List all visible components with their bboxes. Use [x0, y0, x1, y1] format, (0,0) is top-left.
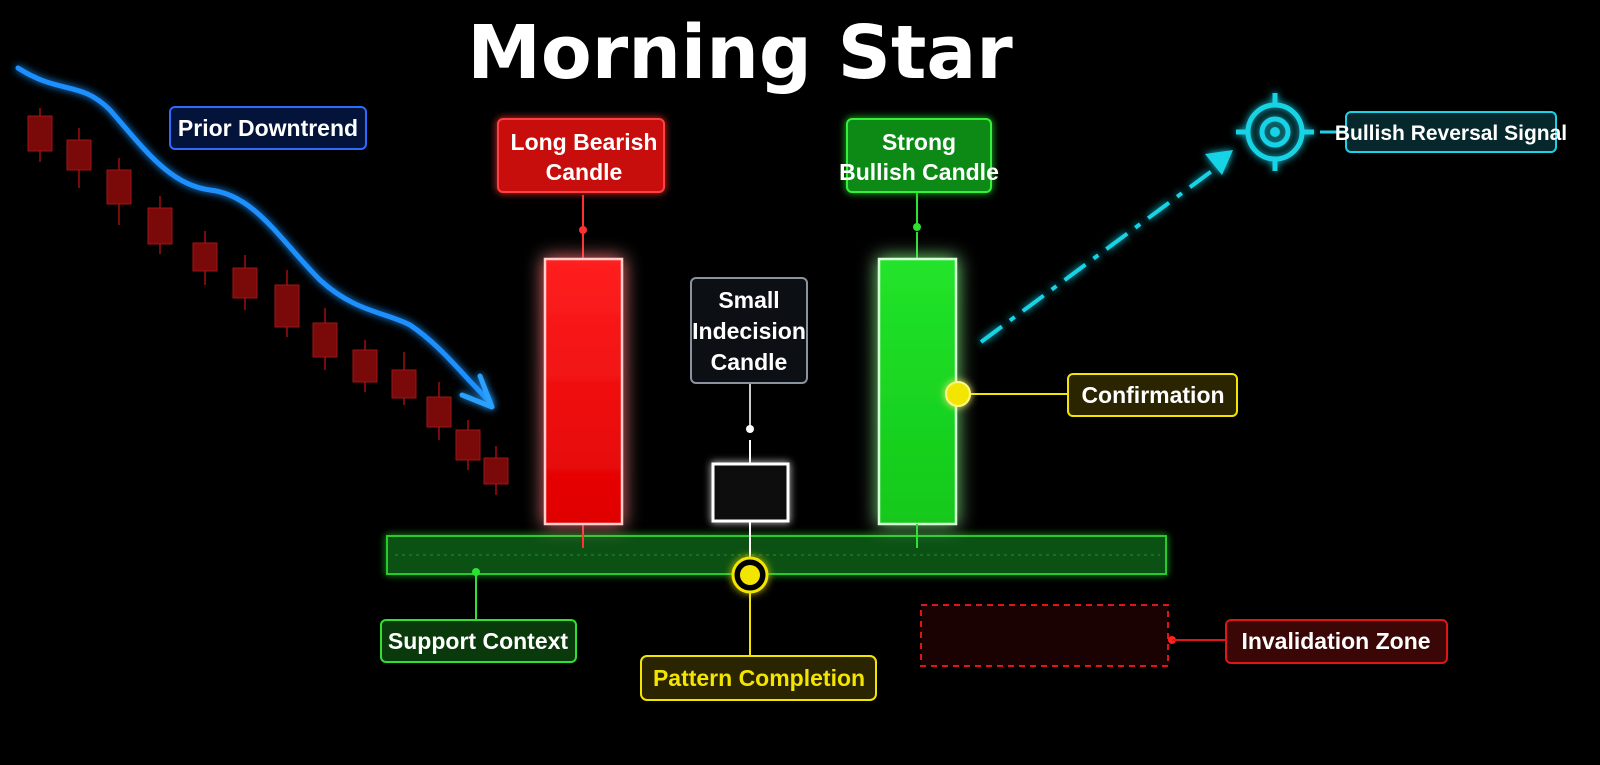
- small-indecision-text-line3: Candle: [711, 349, 788, 375]
- downtrend-arrowhead-icon: [459, 373, 495, 410]
- downtrend-candles: [27, 108, 509, 495]
- confirmation-label: Confirmation: [1067, 373, 1238, 417]
- long-bearish-text-line2: Candle: [546, 159, 623, 185]
- strong-bullish-text-line1: Strong: [882, 129, 956, 155]
- bullish-reversal-text: Bullish Reversal Signal: [1335, 122, 1567, 145]
- downtrend-candle: [426, 396, 452, 428]
- strong-bullish-label: Strong Bullish Candle: [839, 118, 999, 193]
- crosshair-target-icon: [1236, 93, 1314, 171]
- strong-bullish-text-line2: Bullish Candle: [839, 159, 999, 185]
- downtrend-candle: [455, 429, 481, 461]
- invalidation-zone-label: Invalidation Zone: [1225, 619, 1448, 664]
- downtrend-candle: [232, 267, 258, 299]
- support-context-text: Support Context: [388, 628, 568, 654]
- pattern-completion-label: Pattern Completion: [640, 655, 877, 701]
- small-indecision-text-line2: Indecision: [692, 318, 806, 344]
- long-bearish-candle: [543, 195, 624, 548]
- support-context-label: Support Context: [380, 619, 577, 663]
- confirmation-marker: [945, 381, 1068, 407]
- downtrend-candle: [274, 284, 300, 328]
- downtrend-candle: [192, 242, 218, 272]
- downtrend-arrow: [15, 65, 493, 405]
- small-indecision-candle: [711, 384, 790, 560]
- pattern-completion-text: Pattern Completion: [653, 665, 865, 691]
- bullish-reversal-label: Bullish Reversal Signal: [1335, 111, 1567, 153]
- small-indecision-label: Small Indecision Candle: [690, 277, 808, 384]
- support-zone: [386, 535, 1167, 575]
- pattern-completion-marker: [731, 556, 769, 656]
- signal-arrowhead-icon: [1205, 150, 1233, 175]
- downtrend-candle: [312, 322, 338, 358]
- invalidation-zone: [920, 604, 1226, 667]
- long-bearish-text-line1: Long Bearish: [511, 129, 658, 155]
- prior-downtrend-text: Prior Downtrend: [178, 115, 358, 141]
- support-context-connector: [472, 568, 480, 620]
- prior-downtrend-label: Prior Downtrend: [169, 106, 367, 150]
- downtrend-candle: [106, 169, 132, 205]
- confirmation-text: Confirmation: [1081, 382, 1224, 408]
- downtrend-candle: [483, 457, 509, 485]
- strong-bullish-candle: [877, 193, 958, 548]
- long-bearish-label: Long Bearish Candle: [497, 118, 665, 193]
- signal-arrow: [979, 160, 1226, 344]
- small-indecision-text-line1: Small: [718, 287, 779, 313]
- downtrend-candle: [66, 139, 92, 171]
- invalidation-zone-text: Invalidation Zone: [1241, 628, 1430, 654]
- downtrend-candle: [27, 115, 53, 152]
- downtrend-candle: [391, 369, 417, 399]
- diagram-title: Morning Star: [467, 10, 1013, 96]
- downtrend-candle: [147, 207, 173, 245]
- downtrend-candle: [352, 349, 378, 383]
